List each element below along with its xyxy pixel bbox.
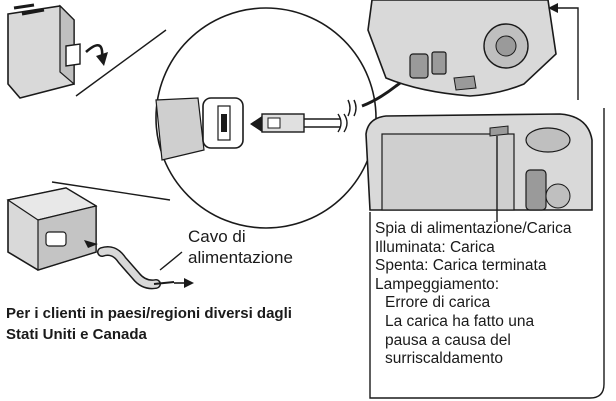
indicator-panel-frame <box>369 108 605 399</box>
flash-item: La carica ha fatto una <box>385 312 535 330</box>
usb-cable-plug <box>261 113 348 133</box>
insert-arrow-icon <box>250 116 272 132</box>
indicator-title: Spia di alimentazione/Carica <box>375 220 572 237</box>
indicator-off: Spenta: Carica terminata <box>375 257 547 275</box>
ac-adaptor-plug-in-type <box>7 3 81 99</box>
region-note-line1: Per i clienti in paesi/regioni diversi d… <box>6 305 292 322</box>
camera-closeup <box>365 113 593 211</box>
region-note: Per i clienti in paesi/regioni diversi d… <box>6 303 292 345</box>
region-note-line2: Stati Uniti e Canada <box>6 326 147 343</box>
flash-item: Errore di carica <box>385 294 491 312</box>
plug-arrow-icon <box>84 240 98 248</box>
ac-adaptor-cord-type <box>6 187 98 271</box>
flash-item: pausa a causa del <box>385 331 511 349</box>
indicator-flashing: Lampeggiamento: <box>375 275 500 293</box>
indicator-legend: Spia di alimentazione/Carica Illuminata:… <box>375 220 571 369</box>
power-cord-label: Cavo di alimentazione <box>188 226 293 268</box>
power-cord-label-line1: Cavo di <box>188 227 246 246</box>
usb-port-detail <box>155 97 244 161</box>
power-cord <box>97 246 194 290</box>
flash-item: surriscaldamento <box>385 350 504 368</box>
camera-top <box>367 0 557 97</box>
power-cord-label-line2: alimentazione <box>188 248 293 267</box>
indicator-lit: Illuminata: Carica <box>375 238 495 256</box>
